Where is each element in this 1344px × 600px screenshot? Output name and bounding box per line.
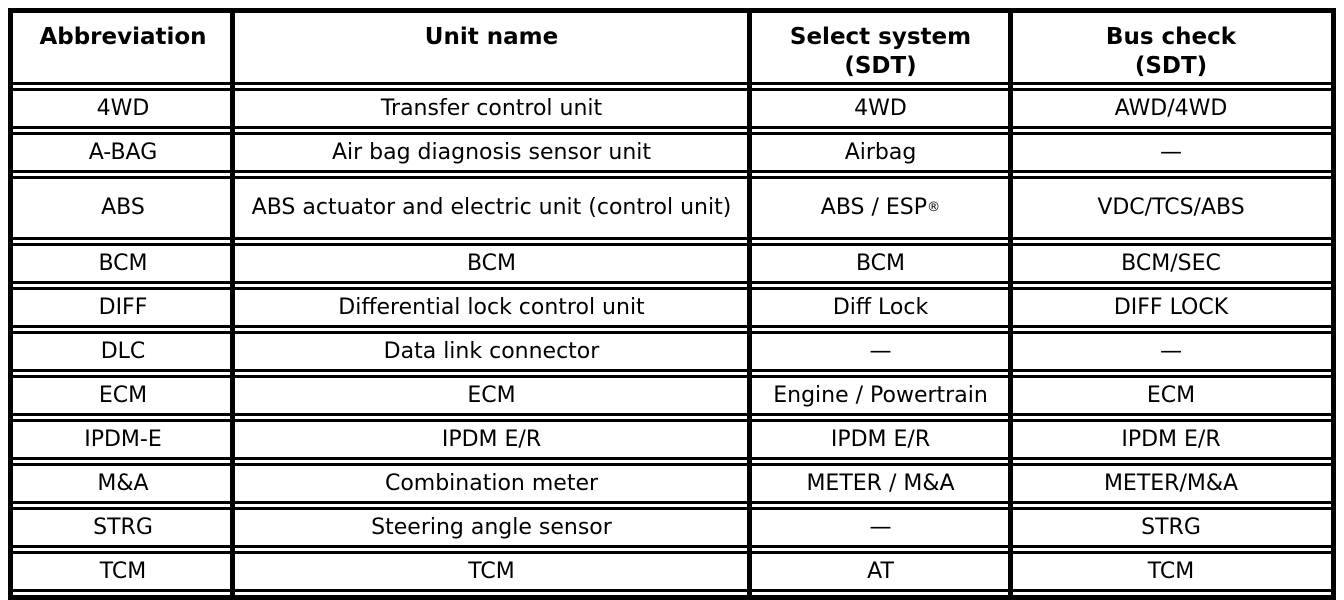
table-row-bcm: BCM BCM BCM BCM/SEC	[13, 243, 1331, 284]
cell-bus: DIFF LOCK	[1113, 294, 1229, 320]
cell-bus: VDC/TCS/ABS	[1097, 195, 1245, 221]
cell-unit: ABS actuator and electric unit (control …	[251, 195, 732, 221]
column-divider-3	[1008, 13, 1013, 595]
cell-select-text: ABS / ESP	[820, 195, 928, 221]
cell-select: —	[869, 514, 892, 540]
table-row-ipdm-e: IPDM-E IPDM E/R IPDM E/R IPDM E/R	[13, 419, 1331, 460]
table-row-ecm: ECM ECM Engine / Powertrain ECM	[13, 375, 1331, 416]
cell-select: BCM	[855, 250, 906, 276]
cell-bus: BCM/SEC	[1121, 250, 1221, 276]
cell-unit: BCM	[466, 250, 517, 276]
cell-unit: Transfer control unit	[380, 95, 603, 121]
cell-select: METER / M&A	[806, 470, 955, 496]
header-select-system: Select system (SDT)	[750, 13, 1011, 82]
cell-abbr: STRG	[93, 514, 153, 540]
table-row-a-bag: A-BAG Air bag diagnosis sensor unit Airb…	[13, 132, 1331, 173]
cell-abbr: BCM	[98, 250, 148, 276]
cell-select: Airbag	[844, 139, 917, 165]
cell-bus: STRG	[1141, 514, 1201, 540]
cell-select: —	[869, 338, 892, 364]
cell-unit: IPDM E/R	[441, 426, 542, 452]
cell-abbr: DLC	[100, 338, 146, 364]
cell-select: IPDM E/R	[830, 426, 931, 452]
cell-abbr: ABS	[101, 195, 145, 221]
cell-bus: —	[1160, 338, 1182, 364]
cell-select: ABS / ESP®	[820, 195, 941, 221]
cell-bus: TCM	[1147, 558, 1195, 584]
cell-bus: AWD/4WD	[1114, 95, 1228, 121]
header-bus-check: Bus check (SDT)	[1011, 13, 1331, 82]
table-row-tcm: TCM TCM AT TCM	[13, 551, 1331, 592]
table-row-diff: DIFF Differential lock control unit Diff…	[13, 287, 1331, 328]
header-select-system-line1: Select system	[789, 24, 972, 50]
cell-abbr: DIFF	[98, 294, 148, 320]
cell-bus: ECM	[1146, 382, 1196, 408]
header-bus-check-line1: Bus check	[1105, 24, 1237, 50]
table-header-row: Abbreviation Unit name Select system (SD…	[13, 13, 1331, 85]
header-unit-name-label: Unit name	[424, 24, 559, 50]
cell-abbr: TCM	[99, 558, 147, 584]
table-row-ma: M&A Combination meter METER / M&A METER/…	[13, 463, 1331, 504]
table-row-4wd: 4WD Transfer control unit 4WD AWD/4WD	[13, 88, 1331, 129]
header-abbreviation-label: Abbreviation	[39, 24, 207, 50]
cell-abbr: A-BAG	[88, 139, 158, 165]
cell-unit: ECM	[467, 382, 516, 408]
column-divider-1	[230, 13, 235, 595]
table-row-dlc: DLC Data link connector — —	[13, 331, 1331, 372]
cell-bus: IPDM E/R	[1121, 426, 1221, 452]
cell-select: Engine / Powertrain	[773, 382, 988, 408]
cell-unit: TCM	[468, 558, 515, 584]
cell-unit: Combination meter	[384, 470, 599, 496]
cell-unit: Air bag diagnosis sensor unit	[331, 139, 652, 165]
table-row-abs: ABS ABS actuator and electric unit (cont…	[13, 176, 1331, 240]
cell-abbr: 4WD	[96, 95, 150, 121]
cell-select: 4WD	[854, 95, 907, 121]
header-abbreviation: Abbreviation	[13, 13, 233, 82]
table-row-strg: STRG Steering angle sensor — STRG	[13, 507, 1331, 548]
cell-unit: Differential lock control unit	[338, 294, 645, 320]
unit-abbreviation-table: Abbreviation Unit name Select system (SD…	[8, 8, 1336, 600]
cell-select: AT	[867, 558, 894, 584]
cell-select: Diff Lock	[832, 294, 929, 320]
cell-abbr: M&A	[97, 470, 149, 496]
cell-bus: —	[1160, 139, 1182, 165]
cell-unit: Data link connector	[383, 338, 600, 364]
header-bus-check-line2: (SDT)	[1134, 52, 1208, 79]
cell-abbr: ECM	[98, 382, 148, 408]
cell-abbr: IPDM-E	[84, 426, 162, 452]
header-unit-name: Unit name	[233, 13, 750, 82]
header-select-system-line2: (SDT)	[844, 52, 917, 79]
column-divider-2	[747, 13, 752, 595]
cell-unit: Steering angle sensor	[371, 514, 612, 540]
cell-bus: METER/M&A	[1103, 470, 1239, 496]
